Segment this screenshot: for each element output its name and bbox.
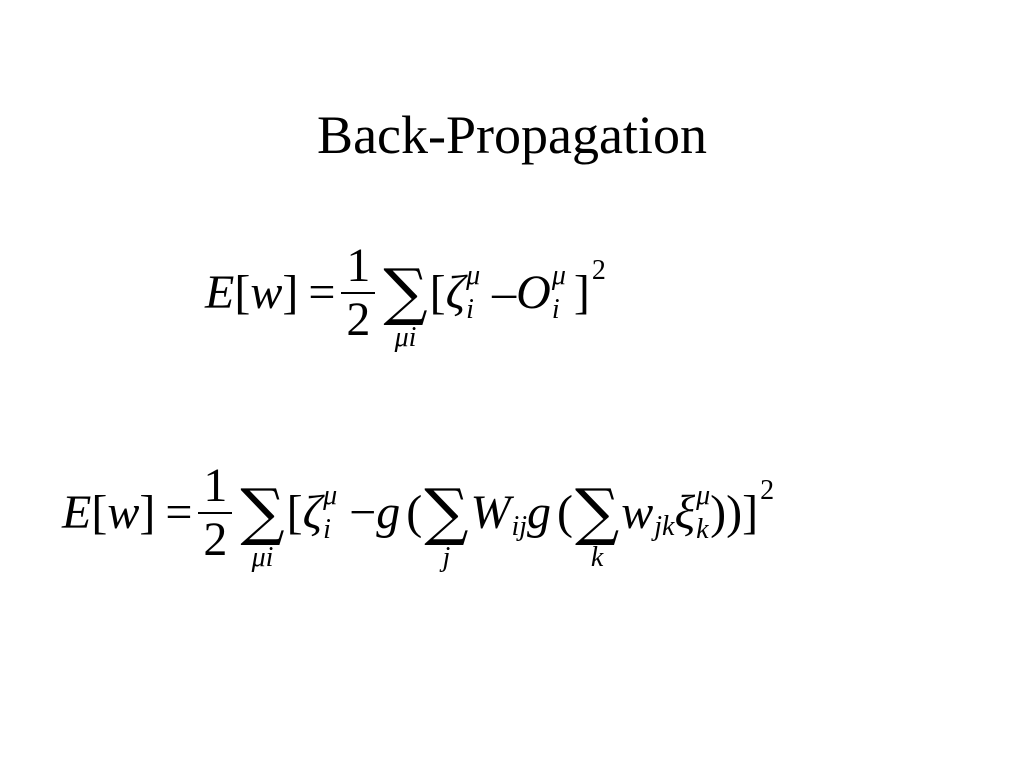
eq2-frac-num: 1 xyxy=(203,459,228,512)
eq1-O-sup: μ xyxy=(551,260,566,291)
eq2-W: W xyxy=(470,486,511,539)
eq2-summation-k: ∑ k xyxy=(575,481,619,573)
eq2-summation-j: ∑ j xyxy=(424,481,468,573)
eq1-zeta-scripts: μ i xyxy=(466,262,480,324)
eq2-sum3-limit: k xyxy=(590,542,604,573)
eq1-open-bracket: [ xyxy=(429,266,446,319)
eq2-E: E xyxy=(62,486,92,539)
eq2-closing: ))] xyxy=(710,486,759,539)
eq2-zeta-sub: i xyxy=(323,514,331,545)
eq1-O: O xyxy=(516,266,551,319)
eq2-zeta-scripts: μ i xyxy=(323,482,337,544)
slide-title: Back-Propagation xyxy=(317,105,707,165)
eq2-paren-outer: ( xyxy=(406,486,423,539)
eq2-w-sub: jk xyxy=(654,511,675,542)
eq2-xi-scripts: μ k xyxy=(696,482,710,544)
eq1-frac-bar xyxy=(341,292,376,294)
eq2-w: w xyxy=(107,486,140,539)
eq2-sum1-limit: μi xyxy=(251,542,274,573)
eq2-sum2-symbol: ∑ xyxy=(424,475,469,548)
eq1-sum-symbol: ∑ xyxy=(383,255,428,328)
eq1-power: 2 xyxy=(591,255,606,286)
eq2-xi-sup: μ xyxy=(696,480,711,511)
eq2-minus: − xyxy=(349,486,377,539)
eq1-zeta-sup: μ xyxy=(466,260,481,291)
eq1-close-bracket: ] xyxy=(573,266,590,319)
eq2-w-small: w xyxy=(621,486,654,539)
eq1-summation: ∑ μi xyxy=(383,261,427,353)
eq1-O-sub: i xyxy=(551,294,560,325)
eq2-xi: ξ xyxy=(674,486,696,539)
eq1-minus: – xyxy=(492,266,517,319)
eq1-zeta-sub: i xyxy=(466,294,474,325)
eq2-equals: = xyxy=(165,486,193,539)
eq2-frac-den: 2 xyxy=(203,513,228,566)
eq2-zeta-sup: μ xyxy=(323,480,338,511)
eq1-fraction: 1 2 xyxy=(341,239,376,346)
eq1-zeta: ζ xyxy=(445,266,466,319)
eq1-lbracket: [ xyxy=(234,266,251,319)
eq2-g-inner: g xyxy=(527,486,552,539)
eq1-w: w xyxy=(250,266,283,319)
eq1-frac-num: 1 xyxy=(346,239,371,292)
eq2-power: 2 xyxy=(760,475,775,506)
eq2-xi-sub: k xyxy=(696,514,709,545)
eq2-summation-outer: ∑ μi xyxy=(240,481,284,573)
eq1-equals: = xyxy=(308,266,336,319)
eq2-frac-bar xyxy=(198,512,233,514)
eq2-rbracket: ] xyxy=(139,486,156,539)
eq2-sum1-symbol: ∑ xyxy=(240,475,285,548)
equation-error-output: E [ w ] = 1 2 ∑ μi [ ζ μ i – O μ i ] 2 xyxy=(205,239,606,353)
eq2-paren-inner: ( xyxy=(557,486,573,539)
eq2-sum2-limit: j xyxy=(442,542,451,573)
equation-error-full: E [ w ] = 1 2 ∑ μi [ ζ μ i − g ( ∑ j W i… xyxy=(62,459,775,573)
eq1-O-scripts: μ i xyxy=(552,262,566,324)
eq2-open-bracket: [ xyxy=(286,486,303,539)
eq2-W-sub: ij xyxy=(511,511,528,542)
eq1-E: E xyxy=(205,266,235,319)
eq1-sum-limit: μi xyxy=(394,322,417,353)
eq2-sum3-symbol: ∑ xyxy=(575,475,620,548)
eq1-frac-den: 2 xyxy=(346,293,371,346)
eq2-lbracket: [ xyxy=(91,486,108,539)
eq2-g-outer: g xyxy=(376,486,401,539)
eq1-rbracket: ] xyxy=(282,266,299,319)
eq2-zeta: ζ xyxy=(302,486,323,539)
eq2-fraction: 1 2 xyxy=(198,459,233,566)
